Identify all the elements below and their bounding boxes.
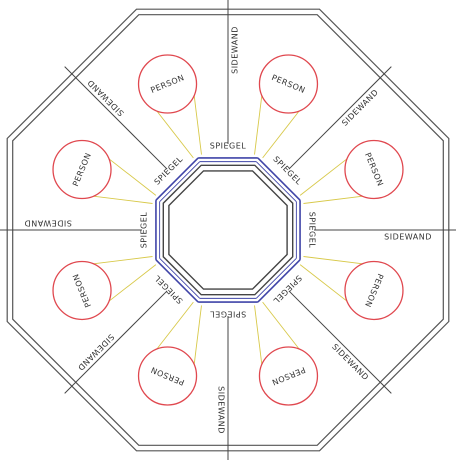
mirror-line-inner [159, 258, 200, 299]
side-wall-label: SIDEWAND [384, 233, 432, 242]
mirror-line [155, 259, 199, 303]
person-circle [52, 139, 112, 200]
side-wall-label: SIDEWAND [217, 386, 226, 434]
side-wall-label: SIDEWAND [76, 332, 116, 372]
side-wall-label: SIDEWAND [231, 26, 240, 74]
mirror-label: SPIEGEL [210, 142, 247, 151]
person-circle [137, 54, 198, 114]
mirror-label: SPIEGEL [140, 212, 149, 249]
mirror-line-inner [256, 258, 297, 299]
mirror-label: SPIEGEL [308, 212, 317, 249]
person-circle [344, 139, 404, 200]
mirror-line [257, 157, 301, 201]
mirror-line [257, 259, 301, 303]
mirror-label: SPIEGEL [210, 310, 247, 319]
side-wall-label: SIDEWAND [330, 342, 370, 382]
side-wall-label: SIDEWAND [340, 88, 380, 128]
person-circle [52, 260, 112, 321]
side-wall-label: SIDEWAND [86, 78, 126, 118]
center-octagon [162, 164, 294, 296]
mirror-line-inner [256, 161, 297, 202]
outer-octagon-inner-line [12, 14, 444, 446]
outer-octagon [6, 8, 450, 452]
mirror-line-inner [159, 161, 200, 202]
person-circle [258, 54, 319, 114]
side-wall-line [288, 66, 392, 170]
side-wall-line [64, 290, 168, 394]
center-octagon-inner [168, 170, 288, 290]
person-circle [258, 346, 319, 406]
person-circle [137, 346, 198, 406]
side-wall-line [64, 66, 168, 170]
side-wall-line [288, 290, 392, 394]
side-wall-label: SIDEWAND [24, 219, 72, 228]
mirror-line [155, 157, 199, 201]
person-circle [344, 260, 404, 321]
